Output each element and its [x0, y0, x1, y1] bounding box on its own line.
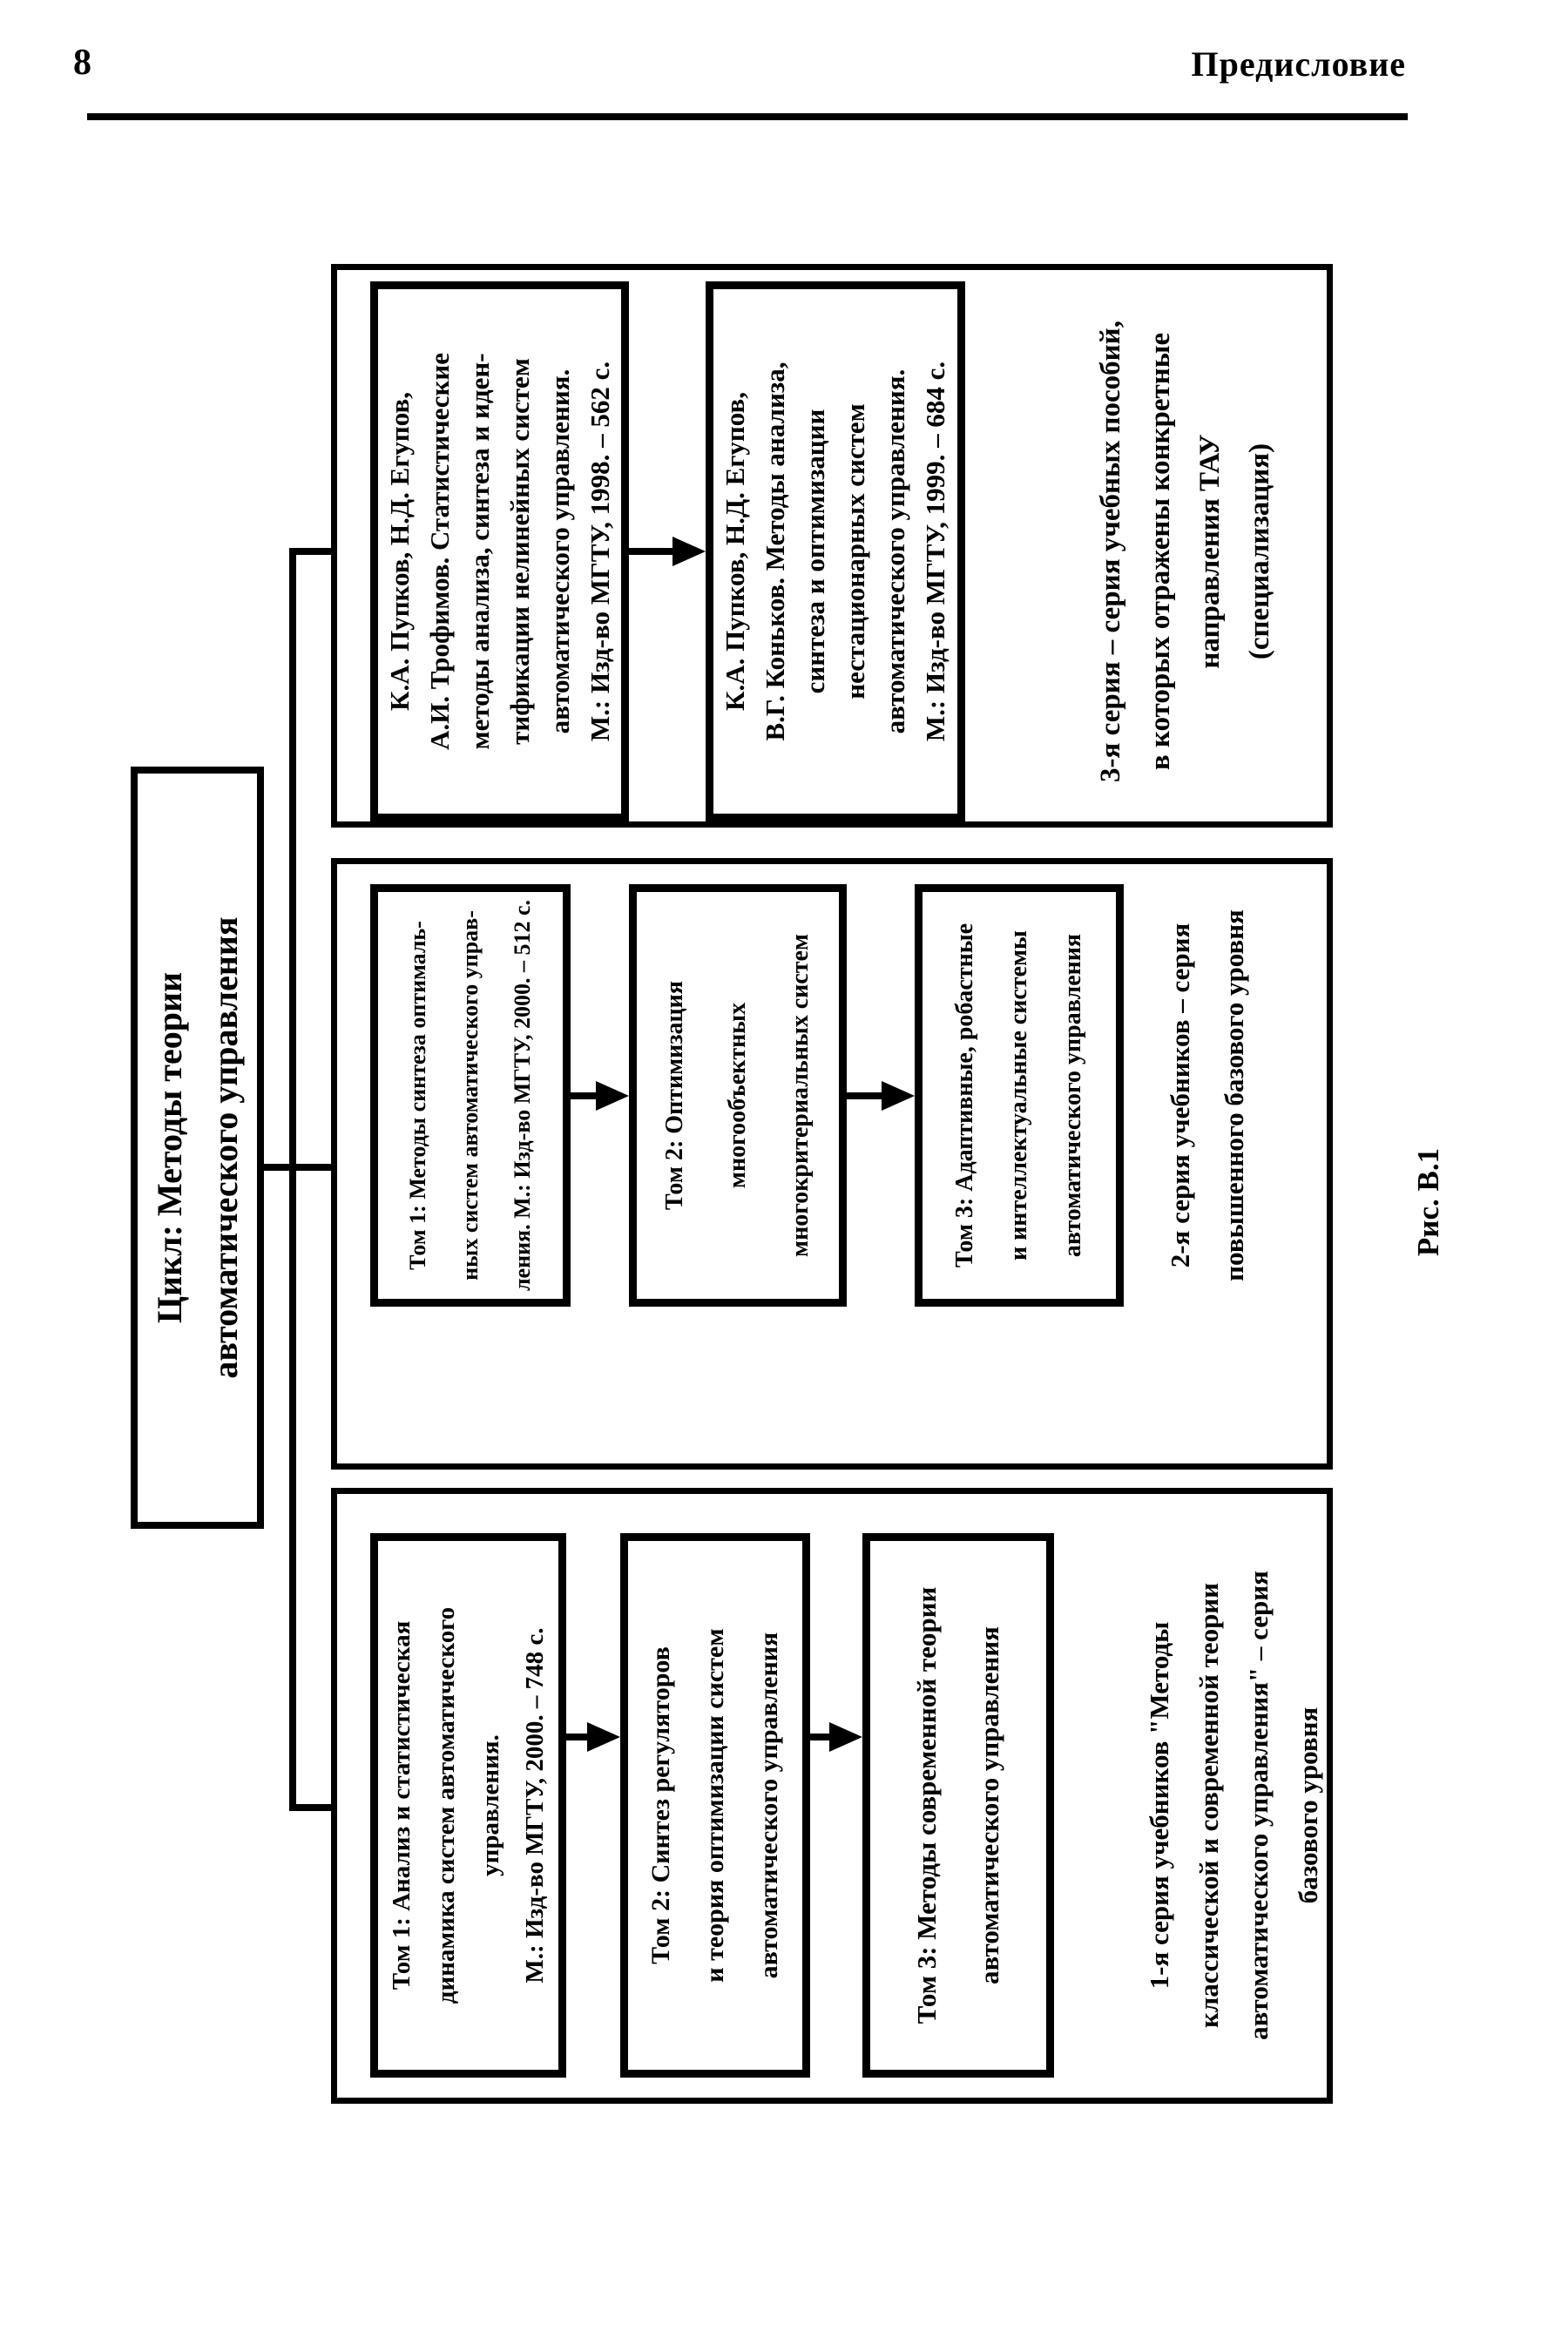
arrowhead-s1v2-s1v3	[829, 1722, 862, 1752]
arrowhead-s2v1-s2v2	[596, 1081, 629, 1111]
book-box-series1-vol3: Том 3: Методы современной теории автомат…	[862, 1533, 1054, 2078]
book-box-series2-vol2: Том 2: Оптимизация многообъектных многок…	[629, 884, 847, 1307]
arrowhead-s2v2-s2v3	[882, 1081, 915, 1111]
book-box-series3-vol1: К.А. Пупков, Н.Д. Егупов, А.И. Трофимов.…	[370, 281, 629, 821]
arrow-line-s3v1-s3v2	[629, 548, 674, 555]
branch-line-series1	[289, 1804, 337, 1811]
book-box-series1-vol2: Том 2: Синтез регуляторов и теория оптим…	[620, 1533, 810, 2078]
book-box-series2-vol3: Том 3: Адаптивные, робастные и интеллект…	[915, 884, 1124, 1307]
page-header-title: Предисловие	[1191, 44, 1406, 84]
arrowhead-s1v1-s1v2	[587, 1722, 620, 1752]
cycle-root-box: Цикл: Методы теории автоматического упра…	[131, 767, 264, 1529]
book-box-series2-vol1: Том 1: Методы синтеза оптималь- ных сист…	[370, 884, 571, 1307]
arrow-line-s1v1-s1v2	[566, 1734, 589, 1740]
figure-caption: Рис. В.1	[1411, 1147, 1445, 1257]
branch-line-series3	[289, 548, 337, 555]
arrow-line-s1v2-s1v3	[810, 1734, 831, 1740]
arrow-line-s2v1-s2v2	[571, 1092, 598, 1099]
series2-caption: 2-я серия учебников – серия повышенного …	[1164, 909, 1249, 1281]
page-number: 8	[73, 43, 91, 83]
arrowhead-s3v1-s3v2	[672, 537, 706, 566]
arrow-line-s2v2-s2v3	[847, 1092, 883, 1099]
header-rule	[87, 113, 1408, 120]
series3-caption: 3-я серия – серия учебных пособий, в кот…	[1094, 321, 1275, 782]
trunk-line	[289, 548, 296, 1811]
figure-rotated-diagram: Цикл: Методы теории автоматического упра…	[125, 261, 1492, 2117]
series1-caption: 1-я серия учебников "Методы классической…	[1143, 1571, 1323, 2040]
branch-line-series2	[264, 1164, 337, 1171]
book-box-series1-vol1: Том 1: Анализ и статистическая динамика …	[370, 1533, 566, 2078]
book-box-series3-vol2: К.А. Пупков, Н.Д. Егупов, В.Г. Коньков. …	[706, 281, 965, 821]
